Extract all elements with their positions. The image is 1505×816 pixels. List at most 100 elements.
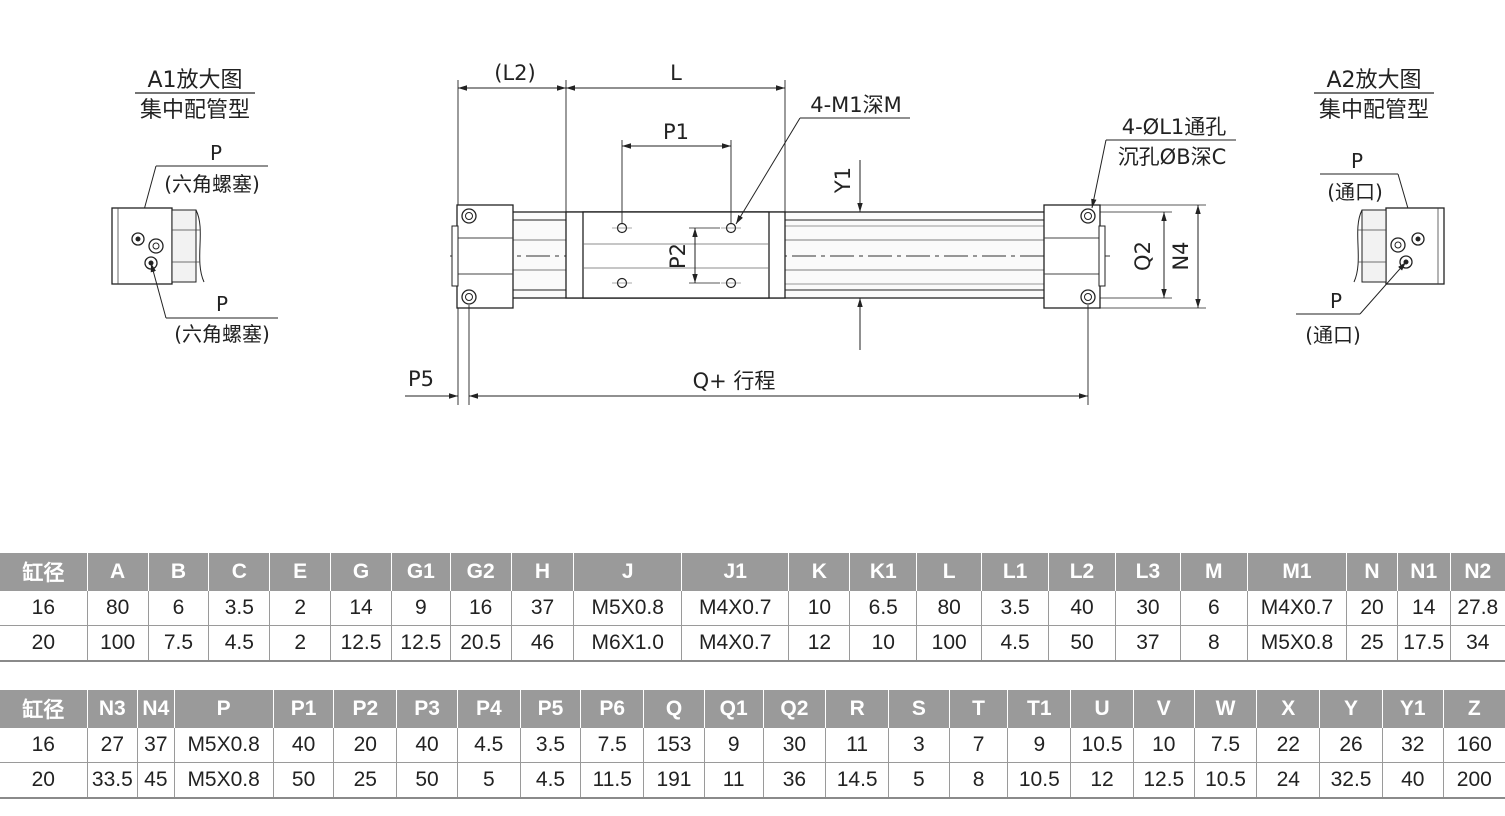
column-header: T1	[1007, 690, 1072, 728]
column-header: Y	[1319, 690, 1383, 728]
table-cell: 45	[137, 762, 175, 799]
column-header: Y1	[1382, 690, 1444, 728]
table-cell: 12.5	[391, 625, 451, 662]
table-cell: 20	[1346, 591, 1398, 626]
left-port-top-note: (六角螺塞)	[164, 172, 260, 196]
table-cell: 24	[1256, 762, 1321, 799]
dim-P2-label: P2	[666, 243, 690, 269]
table-cell: 20	[0, 762, 88, 799]
callout-L1-line1: 4-ØL1通孔	[1122, 115, 1227, 139]
column-header: M	[1180, 553, 1248, 591]
column-header: K1	[849, 553, 918, 591]
table-cell: 12.5	[330, 625, 392, 662]
dim-Q2-label: Q2	[1131, 241, 1155, 271]
table-cell: 4.5	[981, 625, 1050, 662]
table-cell: 160	[1443, 728, 1505, 763]
table-cell: 10.5	[1007, 762, 1072, 799]
table-cell: 30	[1115, 591, 1181, 626]
table-cell: 8	[1180, 625, 1248, 662]
right-port-top-note: (通口)	[1327, 180, 1383, 204]
table-cell: 12	[1070, 762, 1134, 799]
table-cell: 26	[1319, 728, 1383, 763]
column-header: G1	[391, 553, 451, 591]
dim-L2-label: (L2)	[494, 61, 535, 85]
technical-drawing: A1放大图 集中配管型 P (六角螺塞) P (六角螺塞) A2放大图 集中配管…	[111, 61, 1445, 405]
column-header: P5	[520, 690, 582, 728]
mounting-hole-icon	[461, 208, 477, 224]
table-cell: M5X0.8	[573, 591, 682, 626]
table-cell: 14	[330, 591, 392, 626]
table-cell: 3.5	[981, 591, 1050, 626]
column-header: W	[1194, 690, 1258, 728]
table-cell: 27	[87, 728, 139, 763]
table-cell: 32	[1382, 728, 1444, 763]
table-cell: 14	[1397, 591, 1451, 626]
table-cell: 10	[1133, 728, 1195, 763]
dim-Y1-label: Y1	[831, 167, 855, 194]
right-detail-subtitle: 集中配管型	[1319, 98, 1429, 123]
left-detail-subtitle: 集中配管型	[140, 98, 250, 123]
table-cell: 6.5	[849, 591, 918, 626]
column-header: V	[1133, 690, 1195, 728]
hex-plug-icon	[148, 238, 164, 254]
table-cell: 80	[916, 591, 983, 626]
table-cell: 3.5	[208, 591, 271, 626]
mounting-hole-icon	[461, 289, 477, 305]
left-port-bottom-label: P	[216, 292, 228, 316]
table-cell: 17.5	[1397, 625, 1451, 662]
column-header: P	[174, 690, 274, 728]
column-header: N2	[1450, 553, 1505, 591]
table-cell: 9	[391, 591, 451, 626]
table-cell: 20.5	[450, 625, 512, 662]
right-detail-title: A2放大图	[1326, 68, 1421, 93]
column-header: L1	[981, 553, 1050, 591]
table-cell: 191	[643, 762, 705, 799]
column-header: P3	[396, 690, 458, 728]
table-cell: 3.5	[520, 728, 582, 763]
column-header: Q2	[763, 690, 827, 728]
table-cell: 34	[1450, 625, 1505, 662]
mounting-hole-icon	[1080, 289, 1096, 305]
callout-L1-line2: 沉孔ØB深C	[1118, 145, 1227, 169]
column-header: R	[825, 690, 890, 728]
column-header: E	[269, 553, 332, 591]
table-cell: 80	[87, 591, 149, 626]
table-cell: 46	[511, 625, 575, 662]
column-header: P6	[580, 690, 645, 728]
column-header: G2	[450, 553, 512, 591]
table-cell: 36	[763, 762, 827, 799]
left-port-bottom-note: (六角螺塞)	[174, 322, 270, 346]
column-header: B	[148, 553, 210, 591]
table-cell: 4.5	[208, 625, 271, 662]
right-port-top-label: P	[1351, 149, 1363, 173]
table-cell: 50	[396, 762, 458, 799]
table-cell: 20	[333, 728, 398, 763]
table-cell: 100	[87, 625, 149, 662]
table-cell: M5X0.8	[174, 762, 274, 799]
table-cell: 6	[148, 591, 210, 626]
table-cell: 10	[788, 591, 851, 626]
column-header: G	[330, 553, 392, 591]
table-cell: 33.5	[87, 762, 139, 799]
table-cell: 25	[333, 762, 398, 799]
column-header: U	[1070, 690, 1134, 728]
table-cell: 5	[457, 762, 521, 799]
table-cell: 12.5	[1133, 762, 1195, 799]
table-cell: 27.8	[1450, 591, 1505, 626]
table-cell: 16	[0, 728, 88, 763]
table-cell: 100	[916, 625, 983, 662]
table-cell: 4.5	[457, 728, 521, 763]
table-cell: 40	[1048, 591, 1116, 626]
column-header: 缸径	[0, 553, 88, 591]
table-cell: 7.5	[148, 625, 210, 662]
mounting-hole-icon	[1080, 208, 1096, 224]
table-cell: 40	[273, 728, 335, 763]
table-cell: 10.5	[1070, 728, 1134, 763]
table-cell: M4X0.7	[681, 625, 790, 662]
column-header: T	[949, 690, 1009, 728]
table-cell: 5	[888, 762, 950, 799]
table-cell: 6	[1180, 591, 1248, 626]
column-header: K	[788, 553, 851, 591]
column-header: M1	[1247, 553, 1348, 591]
